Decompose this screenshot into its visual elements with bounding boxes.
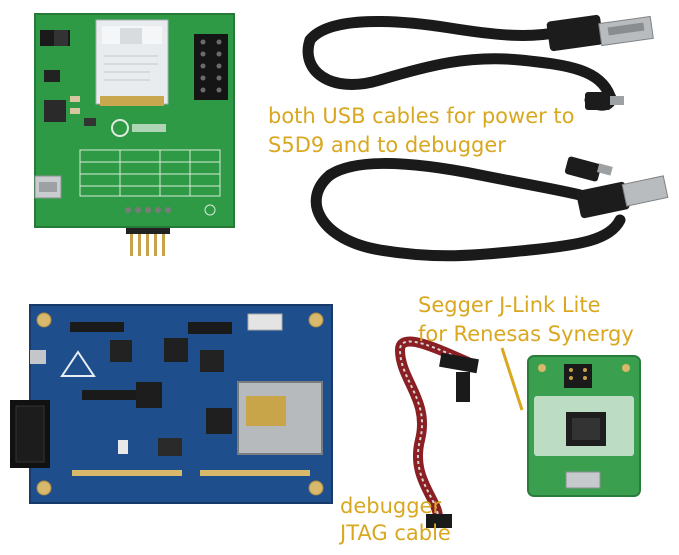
jlink-callout-line (500, 347, 524, 411)
jlink-caption-line2: for Renesas Synergy (418, 322, 634, 346)
jlink-lite-board (527, 355, 641, 497)
s5d9-board (10, 304, 333, 504)
usb-cable-top (302, 14, 654, 111)
usb-cables-caption-line2: S5D9 and to debugger (268, 133, 506, 157)
usb-cables-caption-line1: both USB cables for power to (268, 104, 575, 128)
wifi-module-board (34, 13, 235, 256)
jlink-caption-line1: Segger J-Link Lite (418, 293, 601, 317)
jtag-caption-line2: JTAG cable (340, 521, 451, 545)
jtag-caption-line1: debugger (340, 494, 442, 518)
pin-header (126, 226, 170, 256)
jtag-ribbon-cable (394, 336, 479, 528)
usb-cable-bottom (310, 156, 669, 262)
